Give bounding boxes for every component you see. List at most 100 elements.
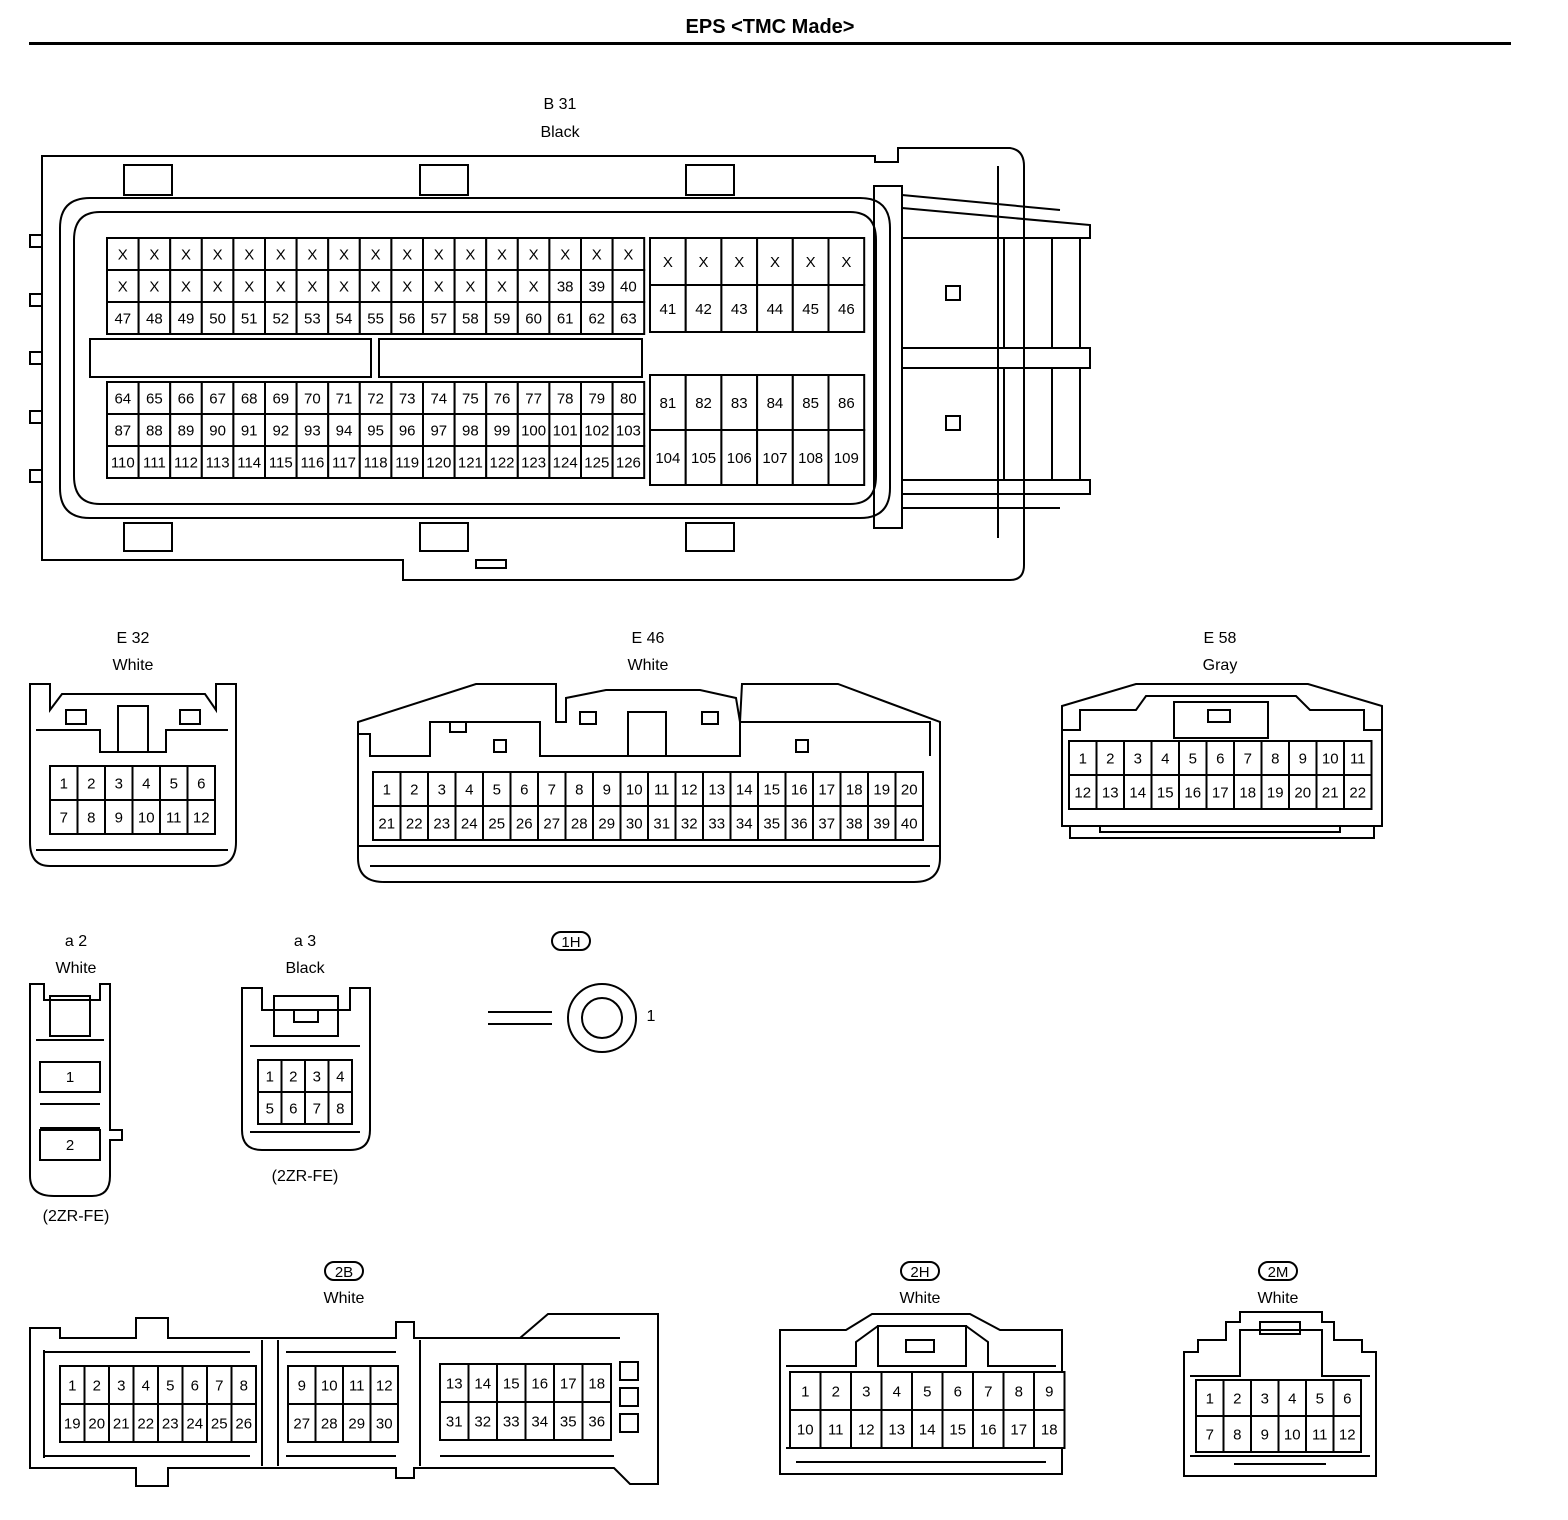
pin-label: 81: [660, 395, 677, 412]
pin-label: 107: [762, 450, 787, 467]
pin-cell: [39, 1061, 101, 1093]
pin-label: 26: [235, 1415, 252, 1432]
pin-label: X: [402, 246, 412, 263]
pin-cell: [791, 429, 830, 486]
pin-cell: [295, 445, 330, 479]
pin-label: 11: [349, 1377, 365, 1394]
pin-cell: [580, 301, 614, 335]
pin-label: 51: [241, 310, 258, 327]
pin-label: 12: [1074, 784, 1091, 801]
pin-label: 12: [858, 1421, 875, 1438]
pin-cell: [827, 429, 866, 486]
pin-cell: [232, 269, 266, 303]
b31-color: Black: [540, 124, 580, 141]
pin-cell: [611, 237, 646, 271]
pin-label: 92: [272, 422, 289, 439]
pin-cell: [1343, 740, 1373, 776]
pin-cell: [867, 771, 897, 807]
pin-label: 94: [336, 422, 353, 439]
pin-cell: [1332, 1379, 1362, 1417]
pin-label: 89: [178, 422, 195, 439]
pin-cell: [537, 805, 567, 841]
pin-label: 1: [383, 781, 391, 798]
pin-cell: [181, 1403, 208, 1443]
pin-cell: [358, 301, 393, 335]
pin-cell: [720, 374, 759, 431]
pin-label: X: [276, 278, 286, 295]
pin-label: 73: [399, 390, 416, 407]
pin-label: 97: [430, 422, 447, 439]
pin-cell: [157, 1365, 184, 1405]
pin-label: 6: [289, 1100, 297, 1117]
pin-label: X: [529, 246, 539, 263]
pin-cell: [1002, 1409, 1035, 1449]
1h-code: 1H: [551, 931, 591, 951]
pin-cell: [206, 1403, 233, 1443]
pin-label: X: [497, 246, 507, 263]
pin-cell: [104, 765, 134, 801]
pin-label: 90: [209, 422, 226, 439]
pin-cell: [169, 381, 203, 415]
pin-cell: [674, 805, 704, 841]
pin-cell: [200, 269, 235, 303]
pin-cell: [580, 445, 614, 479]
pin-label: X: [244, 246, 254, 263]
pin-cell: [232, 413, 266, 447]
pin-label: 4: [1288, 1390, 1296, 1407]
pin-label: 6: [954, 1383, 962, 1400]
pin-label: 38: [846, 815, 863, 832]
2b-color: White: [323, 1290, 365, 1307]
pin-label: 105: [691, 450, 716, 467]
pin-label: 33: [708, 815, 725, 832]
pin-label: 18: [1041, 1421, 1058, 1438]
pin-label: 8: [1233, 1426, 1241, 1443]
pin-label: 13: [446, 1375, 463, 1392]
pin-label: 3: [117, 1377, 125, 1394]
pin-label: 40: [620, 278, 637, 295]
pin-label: 99: [494, 422, 511, 439]
pin-label: 20: [1294, 784, 1311, 801]
pin-cell: [649, 429, 687, 486]
pin-cell: [619, 771, 649, 807]
pin-label: X: [213, 278, 223, 295]
pin-label: 19: [64, 1415, 81, 1432]
pin-label: X: [118, 246, 128, 263]
pin-label: 36: [588, 1413, 605, 1430]
pin-cell: [496, 1401, 527, 1441]
pin-label: 31: [446, 1413, 463, 1430]
pin-label: 21: [113, 1415, 130, 1432]
pin-cell: [1305, 1415, 1335, 1453]
pin-cell: [756, 284, 794, 333]
pin-label: 59: [494, 310, 511, 327]
pin-label: 58: [462, 310, 479, 327]
pin-cell: [1150, 740, 1180, 776]
pin-cell: [422, 445, 456, 479]
pin-cell: [314, 1365, 344, 1405]
pin-cell: [720, 284, 759, 333]
pin-label: 24: [186, 1415, 203, 1432]
pin-label: 62: [588, 310, 605, 327]
pin-label: 84: [767, 395, 784, 412]
pin-label: 1: [68, 1377, 76, 1394]
pin-label: 14: [474, 1375, 491, 1392]
pin-cell: [106, 237, 140, 271]
pin-cell: [327, 301, 361, 335]
pin-label: X: [663, 254, 673, 271]
pin-cell: [314, 1403, 344, 1443]
pin-label: 44: [767, 301, 784, 318]
pin-label: 9: [603, 781, 611, 798]
pin-cell: [186, 765, 216, 801]
pin-label: 15: [949, 1421, 966, 1438]
a3-housing: [241, 987, 371, 1151]
pin-label: X: [371, 246, 381, 263]
pin-label: 49: [178, 310, 195, 327]
pin-cell: [1123, 774, 1153, 810]
b31-housing: [29, 147, 1091, 581]
pin-label: 5: [266, 1100, 274, 1117]
pin-label: 43: [731, 301, 748, 318]
pin-label: 22: [1349, 784, 1366, 801]
pin-cell: [295, 301, 330, 335]
pin-label: 7: [60, 809, 68, 826]
